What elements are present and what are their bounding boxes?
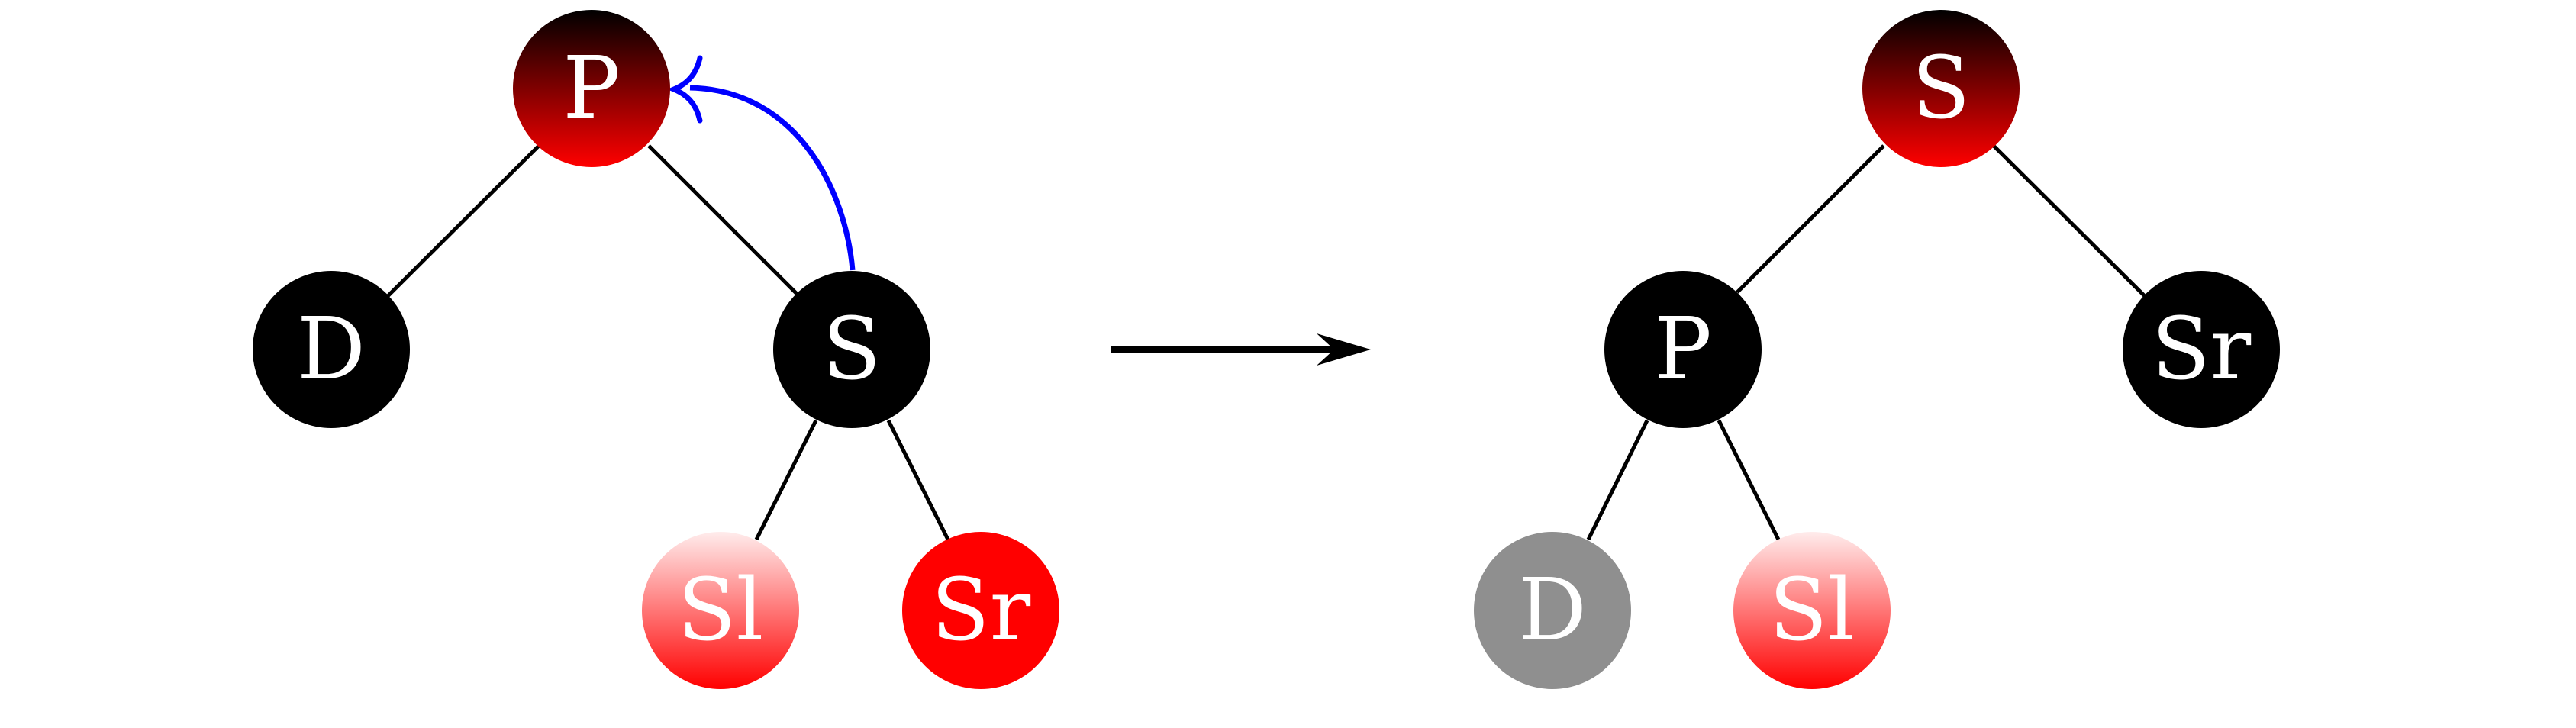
- before-tree: P D S Sl Sr: [253, 10, 1059, 689]
- edge-s-sr: [886, 419, 950, 541]
- node-s: S: [1862, 10, 2020, 167]
- node-d-label: D: [1518, 561, 1587, 660]
- node-p: P: [513, 10, 670, 167]
- node-sl-label: Sl: [678, 561, 764, 660]
- node-sl-label: Sl: [1769, 561, 1855, 660]
- node-s-label: S: [1912, 39, 1971, 138]
- node-s: S: [773, 271, 930, 428]
- edge-s-sr: [1992, 144, 2146, 298]
- edge-s-sl: [754, 419, 818, 541]
- edge-s-p: [1736, 144, 1885, 294]
- node-sl: Sl: [642, 532, 799, 689]
- rotation-arrow: [666, 55, 856, 271]
- node-d-label: D: [297, 300, 366, 399]
- node-s-label: S: [823, 300, 882, 399]
- edge-p-sl: [1717, 419, 1781, 541]
- transform-arrow: [1111, 333, 1371, 366]
- node-p: P: [1604, 271, 1762, 428]
- node-d: D: [1474, 532, 1631, 689]
- edge-p-d: [386, 144, 540, 298]
- node-sr: Sr: [2123, 271, 2280, 428]
- node-sr-label: Sr: [2152, 300, 2252, 399]
- node-d: D: [253, 271, 410, 428]
- node-sr: Sr: [902, 532, 1059, 689]
- edge-p-s: [647, 144, 801, 298]
- node-sr-label: Sr: [931, 561, 1031, 660]
- node-p-label: P: [1654, 300, 1711, 399]
- node-sl: Sl: [1733, 532, 1891, 689]
- node-p-label: P: [563, 39, 620, 138]
- after-tree: S P Sr D Sl: [1474, 10, 2280, 689]
- edge-p-d: [1586, 419, 1649, 541]
